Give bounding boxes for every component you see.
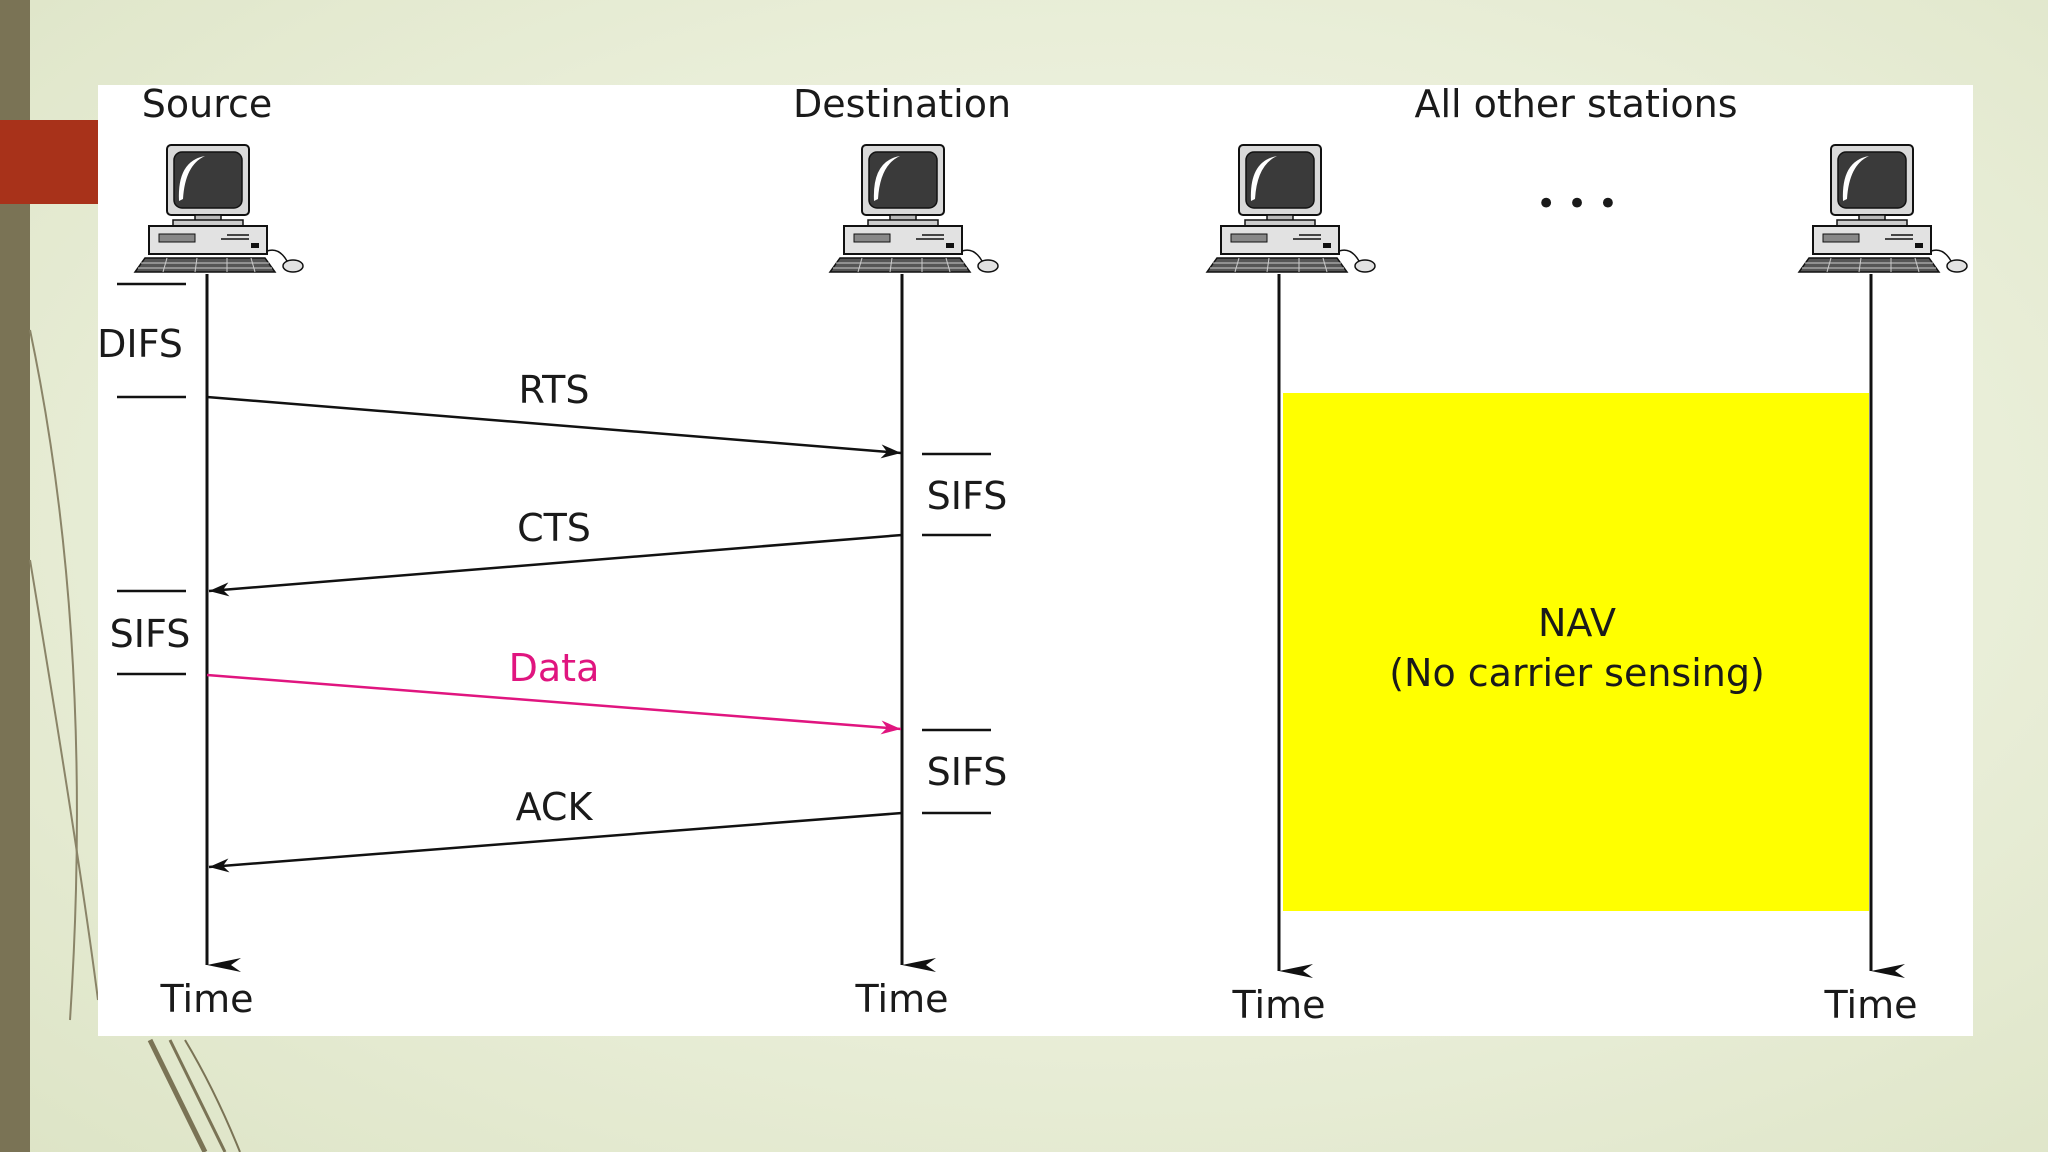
other2-time-label: Time xyxy=(1824,983,1918,1027)
difs-label: DIFS xyxy=(98,322,183,366)
source-station-label: Source xyxy=(142,85,273,126)
other-station-computer-icon xyxy=(1206,144,1376,273)
cts-label: CTS xyxy=(517,506,591,550)
nav-block xyxy=(1283,393,1869,911)
destination-station-label: Destination xyxy=(793,85,1011,126)
nav-subtitle: (No carrier sensing) xyxy=(1389,651,1765,695)
data-arrow xyxy=(206,673,902,735)
ack-arrow xyxy=(208,811,903,873)
source-time-label: Time xyxy=(160,977,254,1021)
destination-computer-icon xyxy=(829,144,999,273)
other-station-computer-icon xyxy=(1798,144,1968,273)
sifs-dest-2-label: SIFS xyxy=(927,750,1008,794)
cts-arrow xyxy=(208,533,903,597)
sifs-source-label: SIFS xyxy=(110,612,191,656)
ack-label: ACK xyxy=(516,785,594,829)
sifs-dest-1-label: SIFS xyxy=(927,474,1008,518)
source-computer-icon xyxy=(134,144,304,273)
stations-ellipsis: • • • xyxy=(1536,184,1618,224)
diagram-panel: Source Destination All other stations • … xyxy=(97,82,1973,1036)
destination-time-label: Time xyxy=(855,977,949,1021)
nav-title: NAV xyxy=(1538,601,1616,645)
csma-ca-timing-diagram: Source Destination All other stations • … xyxy=(97,82,1968,1027)
other1-time-label: Time xyxy=(1232,983,1326,1027)
data-label: Data xyxy=(509,646,600,690)
decorative-curves xyxy=(29,329,241,1152)
accent-tab xyxy=(0,120,98,204)
rts-label: RTS xyxy=(519,368,590,412)
rts-arrow xyxy=(206,395,902,459)
other-stations-label: All other stations xyxy=(1414,85,1737,126)
